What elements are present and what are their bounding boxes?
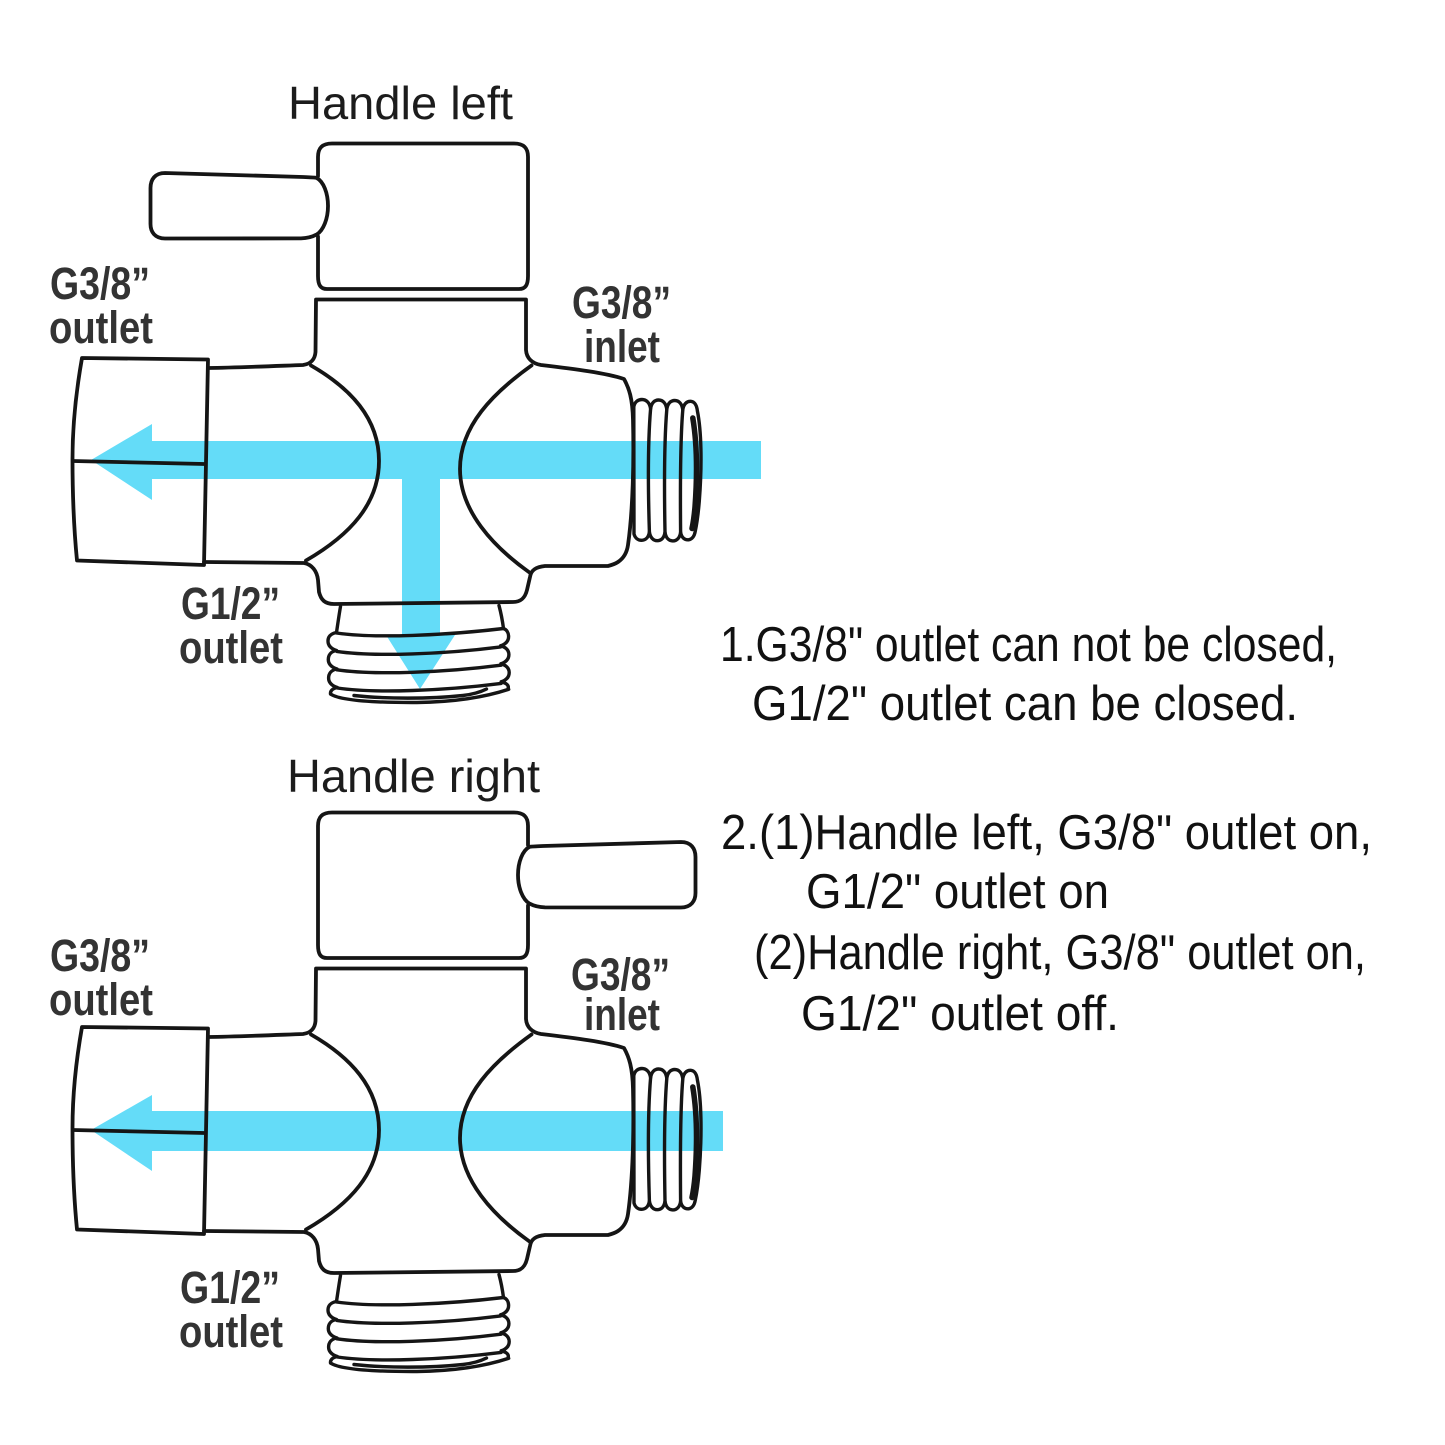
svg-text:Handle left: Handle left bbox=[288, 77, 513, 129]
svg-text:G1/2" outlet can be closed.: G1/2" outlet can be closed. bbox=[752, 677, 1298, 731]
svg-text:outlet: outlet bbox=[179, 622, 283, 673]
svg-text:outlet: outlet bbox=[179, 1306, 283, 1357]
svg-text:2.(1)Handle left, G3/8" outlet: 2.(1)Handle left, G3/8" outlet on, bbox=[721, 806, 1372, 860]
svg-text:outlet: outlet bbox=[49, 974, 153, 1025]
svg-text:Handle right: Handle right bbox=[287, 750, 540, 802]
svg-text:G1/2" outlet on: G1/2" outlet on bbox=[806, 865, 1109, 919]
svg-text:G3/8”: G3/8” bbox=[50, 930, 150, 981]
svg-text:inlet: inlet bbox=[584, 321, 660, 372]
svg-text:G3/8”: G3/8” bbox=[571, 949, 670, 1000]
svg-text:inlet: inlet bbox=[584, 989, 660, 1040]
svg-text:1.G3/8" outlet can not be clos: 1.G3/8" outlet can not be closed, bbox=[720, 618, 1337, 672]
svg-text:G1/2”: G1/2” bbox=[180, 1262, 280, 1313]
svg-text:G1/2”: G1/2” bbox=[181, 578, 280, 629]
svg-text:G3/8”: G3/8” bbox=[50, 258, 150, 309]
svg-text:(2)Handle right, G3/8" outlet: (2)Handle right, G3/8" outlet on, bbox=[754, 926, 1366, 980]
svg-text:G3/8”: G3/8” bbox=[572, 277, 671, 328]
svg-text:G1/2" outlet off.: G1/2" outlet off. bbox=[801, 987, 1119, 1041]
svg-text:outlet: outlet bbox=[49, 302, 153, 353]
